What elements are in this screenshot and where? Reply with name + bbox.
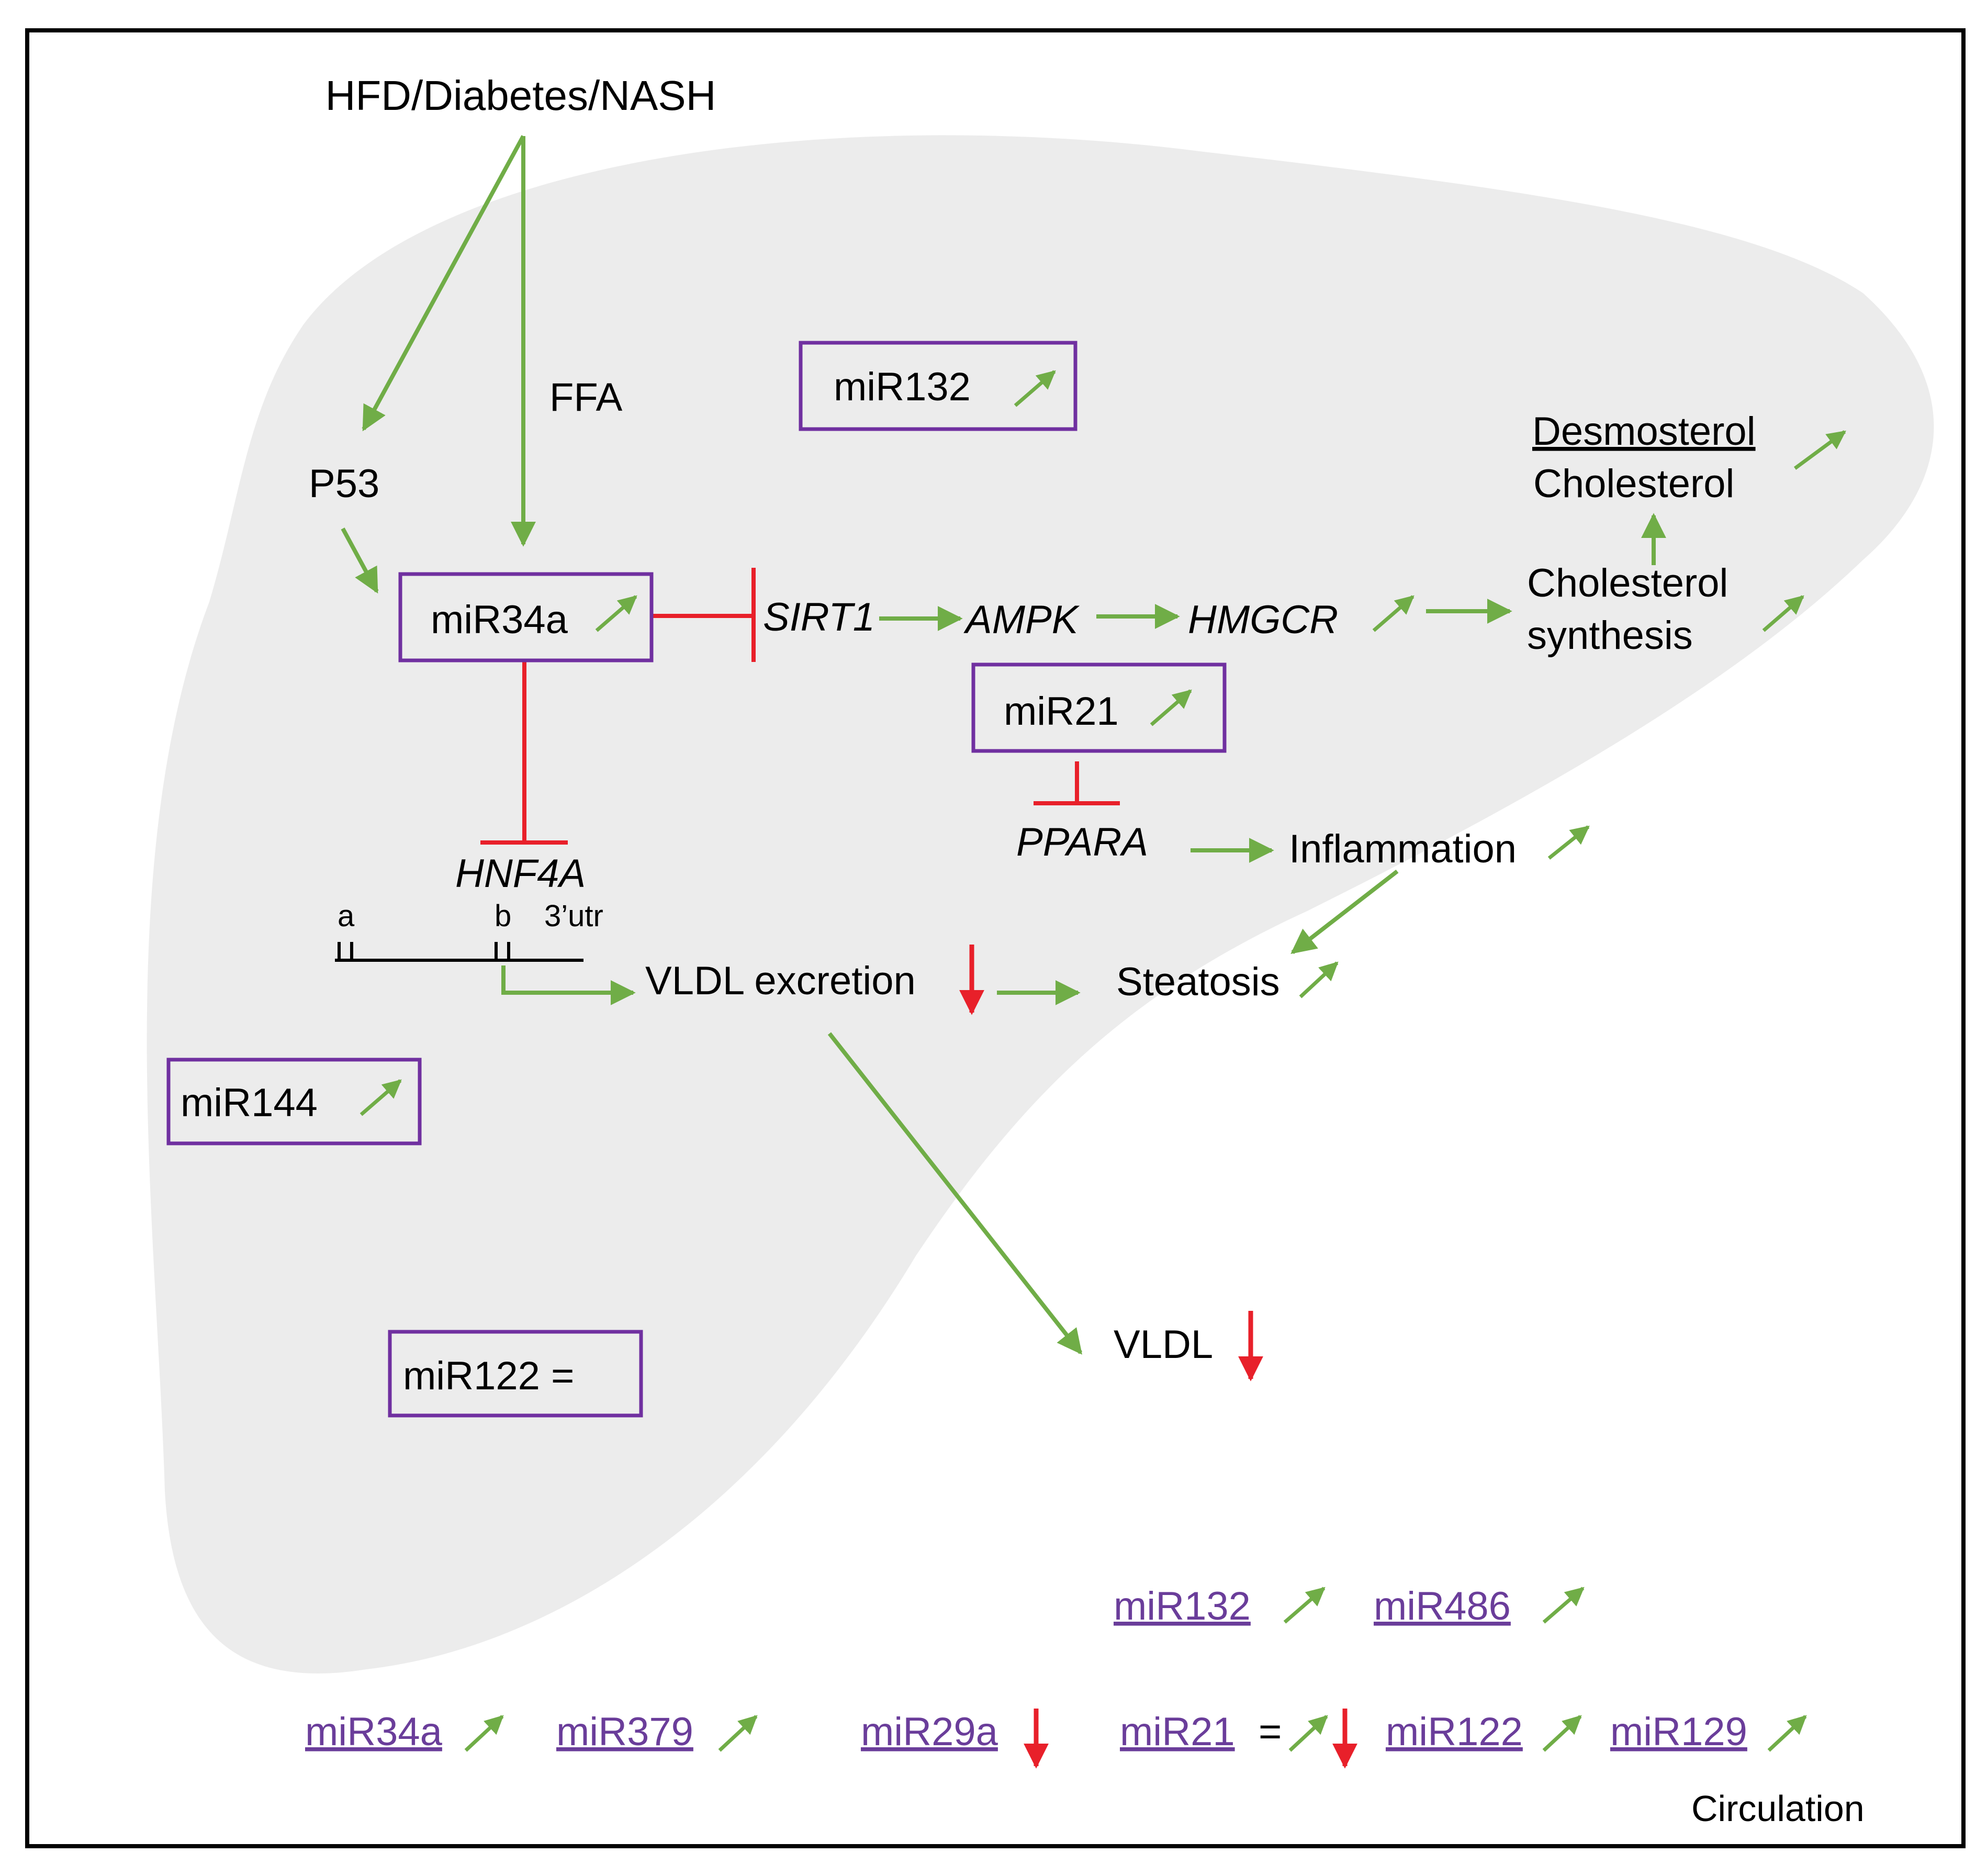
up-right-arrow-icon (1150, 689, 1192, 726)
ampk-label: AMPK (963, 598, 1080, 642)
up-right-arrow-icon (1547, 825, 1590, 860)
mir122-circulating-label: miR122 (1386, 1710, 1523, 1754)
mir132-liver-label: miR132 (834, 365, 971, 409)
mir144-box (166, 1058, 422, 1145)
mir379-circulating-label: miR379 (556, 1710, 693, 1754)
cholesterol-label: Cholesterol (1533, 462, 1734, 506)
mir122-liver-label: miR122 = (403, 1354, 574, 1398)
inhibition-lines (480, 568, 1120, 845)
inflammation-label: Inflammation (1289, 827, 1517, 871)
ppara-label: PPARA (1016, 820, 1148, 864)
hmgcr-label: HMGCR (1188, 598, 1338, 642)
circulation-label: Circulation (1691, 1788, 1865, 1829)
up-right-arrow-icon (464, 1715, 504, 1752)
up-right-arrow-icon (1762, 595, 1804, 632)
up-right-arrow-icon (1014, 370, 1056, 407)
p53-label: P53 (309, 462, 379, 506)
up-right-arrow-icon (360, 1079, 402, 1116)
mir129-circulating-label: miR129 (1610, 1710, 1747, 1754)
up-right-arrow-icon (1767, 1715, 1807, 1752)
ffa-label: FFA (549, 375, 623, 420)
activation-arrows (341, 135, 1666, 1355)
mir132-circulating-label: miR132 (1114, 1584, 1251, 1628)
mir34a-box (398, 572, 654, 662)
utr-label: 3’utr (544, 899, 603, 933)
arrow-p53-to-mir34a (341, 527, 379, 594)
mir21-box (971, 662, 1227, 753)
cholesterol-synthesis-label-line2: synthesis (1527, 613, 1693, 658)
liver-mirna-labels: miR132 miR34a miR21 miR144 miR122 = (181, 365, 1119, 1398)
mir132-box (799, 341, 1077, 431)
liver-shape (147, 135, 1934, 1673)
mir34a-circulating-label: miR34a (305, 1710, 443, 1754)
mir21-circulating-label: miR21 (1120, 1710, 1235, 1754)
increase-icons (360, 370, 1846, 1752)
up-right-arrow-icon (718, 1715, 758, 1752)
up-right-arrow-icon (1793, 430, 1846, 470)
arrow-hnf4a-to-vldl-excretion (501, 965, 636, 1005)
mir29a-circulating-label: miR29a (861, 1710, 998, 1754)
up-right-arrow-icon (1288, 1715, 1328, 1752)
utr-site-b-label: b (495, 899, 511, 933)
pathway-labels: HFD/Diabetes/NASH FFA P53 SIRT1 AMPK HMG… (309, 72, 1865, 1829)
up-right-arrow-icon (1542, 1587, 1585, 1624)
up-right-arrow-icon (1283, 1587, 1326, 1624)
vldl-label: VLDL (1114, 1322, 1213, 1367)
steatosis-label: Steatosis (1116, 960, 1280, 1004)
hnf4a-label: HNF4A (455, 851, 586, 896)
vldl-excretion-label: VLDL excretion (645, 959, 916, 1003)
utr-site-a-label: a (338, 899, 355, 933)
mir144-liver-label: miR144 (181, 1081, 318, 1125)
desmosterol-label: Desmosterol (1532, 409, 1756, 454)
up-right-arrow-icon (1299, 961, 1339, 998)
up-right-arrow-icon (595, 595, 637, 632)
arrow-vldl-excretion-to-vldl (827, 1032, 1083, 1355)
mir122-box (388, 1330, 643, 1418)
hnf4a-3utr-schematic (335, 942, 583, 962)
mirna-boxes (166, 341, 1227, 1418)
circulating-mirna-labels: miR132 miR486 miR34a miR379 miR29a miR21… (305, 1584, 1747, 1754)
sirt1-label: SIRT1 (763, 595, 875, 639)
cholesterol-synthesis-label-line1: Cholesterol (1527, 561, 1728, 605)
trigger-label: HFD/Diabetes/NASH (325, 72, 716, 119)
arrow-trigger-to-p53 (362, 135, 525, 432)
arrow-inflammation-to-steatosis (1290, 869, 1399, 954)
up-right-arrow-icon (1542, 1715, 1582, 1752)
up-right-arrow-icon (1372, 595, 1415, 632)
decrease-icons (959, 945, 1357, 1769)
mir34a-liver-label: miR34a (431, 598, 568, 642)
mir21-circulating-equal: = (1259, 1710, 1282, 1754)
mir21-liver-label: miR21 (1004, 689, 1119, 734)
mir486-circulating-label: miR486 (1374, 1584, 1511, 1628)
